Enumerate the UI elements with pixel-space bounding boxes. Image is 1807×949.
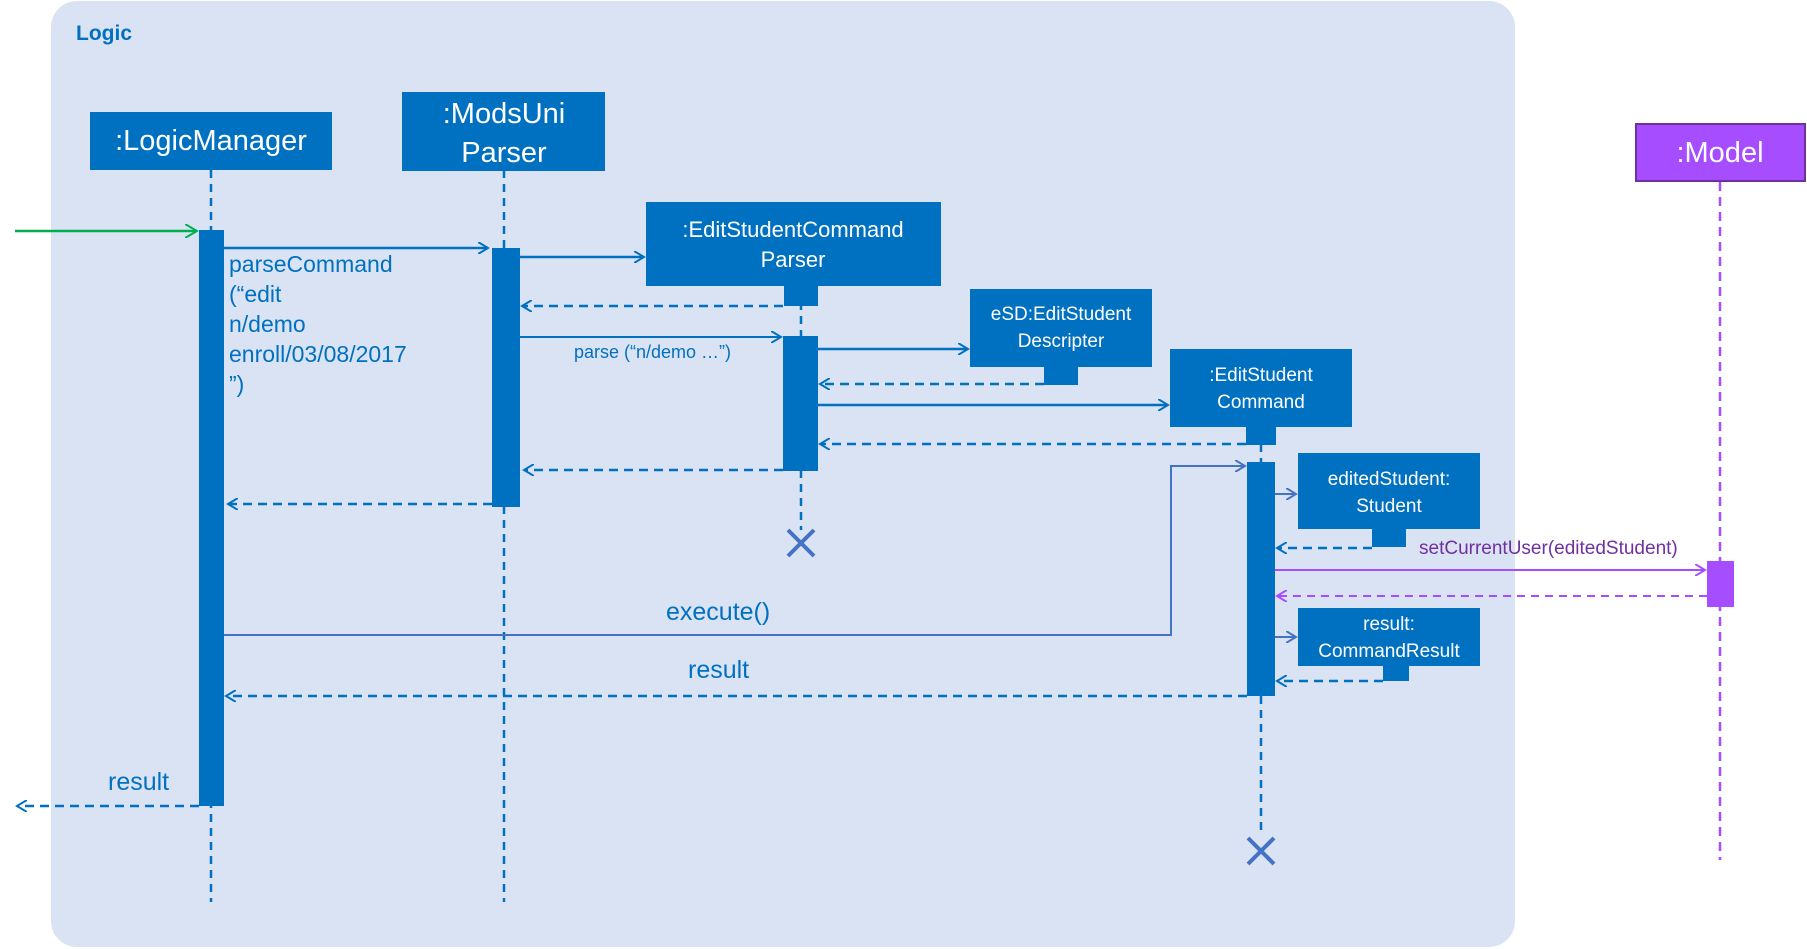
activation-logic-manager xyxy=(199,230,224,806)
set-current-user-label: setCurrentUser(editedStudent) xyxy=(1419,538,1678,559)
parser-label-line2: Parser xyxy=(461,137,547,169)
activation-parser xyxy=(492,248,520,507)
edited-student-label-line2: Student xyxy=(1356,496,1422,517)
execute-arrow xyxy=(224,466,1245,636)
edited-student-label-line1: editedStudent: xyxy=(1328,469,1451,490)
parser-label-line1: :ModsUni xyxy=(443,98,566,130)
activation-edit-command xyxy=(1247,462,1275,696)
parse-command-label-line3: n/demo xyxy=(229,311,306,337)
destroy-mark-edit-parser xyxy=(786,528,816,558)
command-result-label-line1: result: xyxy=(1363,614,1415,635)
participant-edited-student: editedStudent: Student xyxy=(1298,453,1480,547)
participant-logic-manager: :LogicManager xyxy=(90,112,332,170)
parse-command-label-line2: (“edit xyxy=(229,281,282,307)
participant-edit-parser: :EditStudentCommand Parser xyxy=(646,202,941,306)
edit-command-label-line1: :EditStudent xyxy=(1209,365,1313,386)
frame-title: Logic xyxy=(76,22,132,45)
activation-model xyxy=(1707,561,1734,607)
descriptor-label-line2: Descripter xyxy=(1018,331,1105,352)
parse-command-label-line1: parseCommand xyxy=(229,251,393,277)
participant-parser: :ModsUni Parser xyxy=(402,92,605,171)
activation-edit-parser xyxy=(783,336,818,471)
descriptor-label-line1: eSD:EditStudent xyxy=(991,304,1132,325)
result-out-label: result xyxy=(108,768,169,796)
execute-label: execute() xyxy=(666,598,770,626)
participant-model: :Model xyxy=(1635,123,1806,182)
participant-descriptor: eSD:EditStudent Descripter xyxy=(970,289,1152,385)
parse-command-label-line5: ”) xyxy=(229,371,244,397)
parse-command-label-line4: enroll/03/08/2017 xyxy=(229,341,407,367)
model-label: :Model xyxy=(1676,137,1763,169)
participant-command-result: result: CommandResult xyxy=(1298,608,1480,681)
edit-parser-label-line1: :EditStudentCommand xyxy=(682,217,903,242)
edit-command-label-line2: Command xyxy=(1217,392,1305,413)
logic-frame xyxy=(51,1,1515,947)
destroy-mark-edit-command xyxy=(1246,836,1276,866)
logic-manager-label: :LogicManager xyxy=(115,125,307,157)
command-result-label-line2: CommandResult xyxy=(1318,641,1460,662)
result-return-label: result xyxy=(688,656,749,684)
edit-parser-label-line2: Parser xyxy=(761,247,826,272)
participant-edit-command: :EditStudent Command xyxy=(1170,349,1352,445)
parse-label: parse (“n/demo …”) xyxy=(574,342,731,362)
